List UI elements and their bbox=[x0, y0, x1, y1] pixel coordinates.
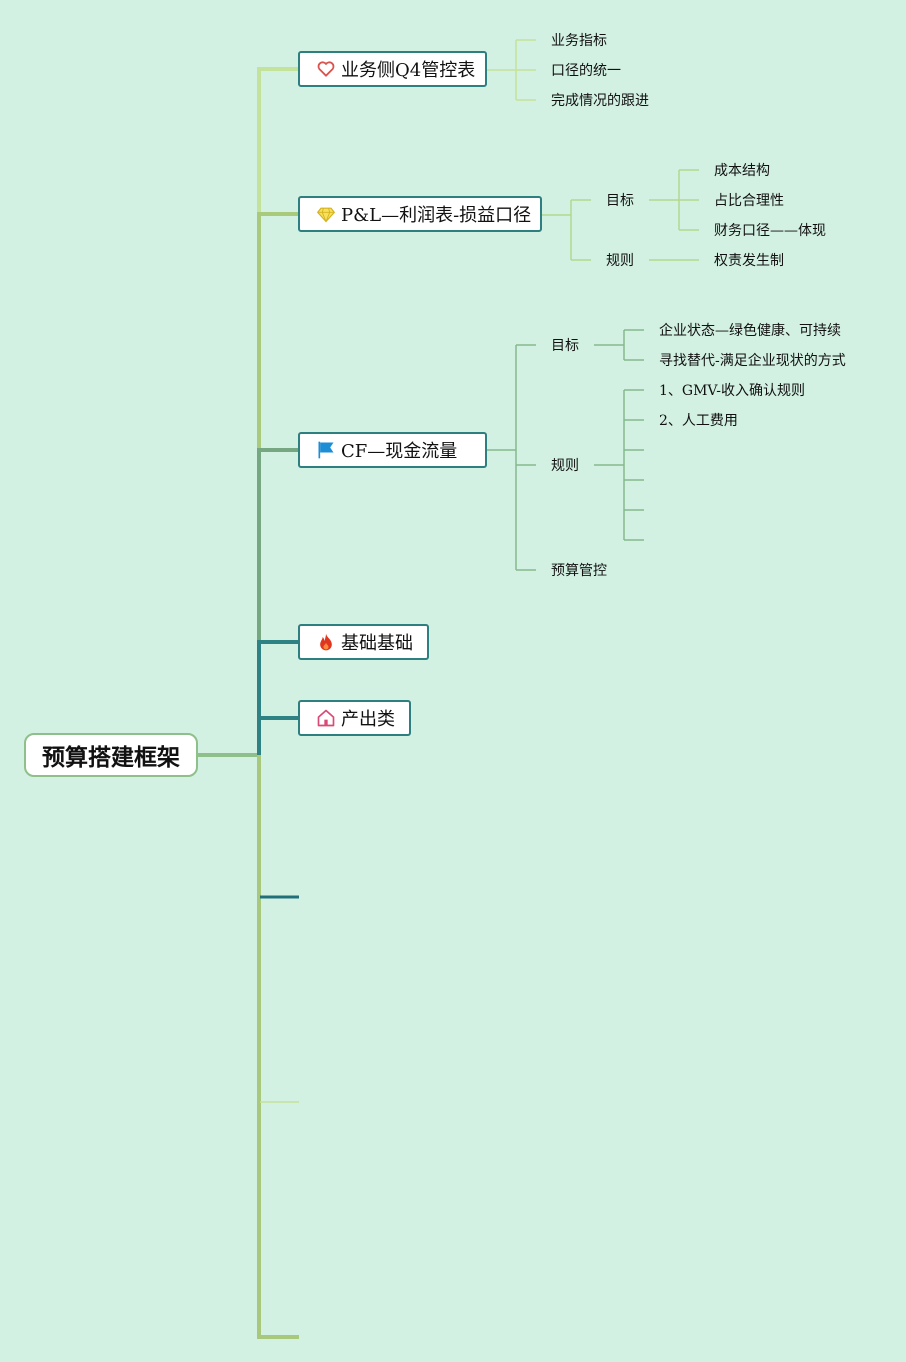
diamond-icon bbox=[316, 204, 336, 224]
topic-business-q4[interactable]: 业务侧Q4管控表 bbox=[298, 51, 487, 87]
group-label[interactable]: 目标 bbox=[551, 338, 579, 354]
topic-label: CF—现金流量 bbox=[341, 441, 458, 462]
topic-label: P&L—利润表-损益口径 bbox=[341, 205, 532, 226]
fire-icon bbox=[316, 632, 336, 652]
list-item[interactable]: 寻找替代-满足企业现状的方式 bbox=[659, 353, 846, 369]
heart-icon bbox=[316, 59, 336, 79]
topic-label: 基础基础 bbox=[341, 633, 413, 654]
list-item[interactable]: 业务指标 bbox=[551, 33, 607, 49]
list-item[interactable]: 成本结构 bbox=[714, 163, 770, 179]
group-label[interactable]: 预算管控 bbox=[551, 563, 607, 579]
list-item[interactable]: 2、人工费用 bbox=[659, 413, 738, 429]
group-label[interactable]: 规则 bbox=[551, 458, 579, 474]
list-item[interactable]: 口径的统一 bbox=[551, 63, 621, 79]
topic-label: 业务侧Q4管控表 bbox=[341, 60, 476, 81]
list-item[interactable]: 财务口径——体现 bbox=[714, 223, 826, 239]
topic-foundation[interactable]: 基础基础 bbox=[298, 624, 429, 660]
topic-label: 产出类 bbox=[341, 709, 395, 730]
list-item[interactable]: 完成情况的跟进 bbox=[551, 93, 649, 109]
list-item[interactable]: 企业状态—绿色健康、可持续 bbox=[659, 323, 841, 339]
list-item[interactable]: 权责发生制 bbox=[714, 253, 784, 269]
list-item[interactable]: 占比合理性 bbox=[714, 193, 784, 209]
topic-cash-flow[interactable]: CF—现金流量 bbox=[298, 432, 487, 468]
home-icon bbox=[316, 708, 336, 728]
list-item[interactable]: 1、GMV-收入确认规则 bbox=[659, 383, 805, 399]
group-label[interactable]: 规则 bbox=[606, 253, 634, 269]
topic-pl-statement[interactable]: P&L—利润表-损益口径 bbox=[298, 196, 542, 232]
flag-icon bbox=[316, 440, 336, 460]
topic-output[interactable]: 产出类 bbox=[298, 700, 411, 736]
root-topic[interactable]: 预算搭建框架 bbox=[24, 733, 198, 777]
group-label[interactable]: 目标 bbox=[606, 193, 634, 209]
